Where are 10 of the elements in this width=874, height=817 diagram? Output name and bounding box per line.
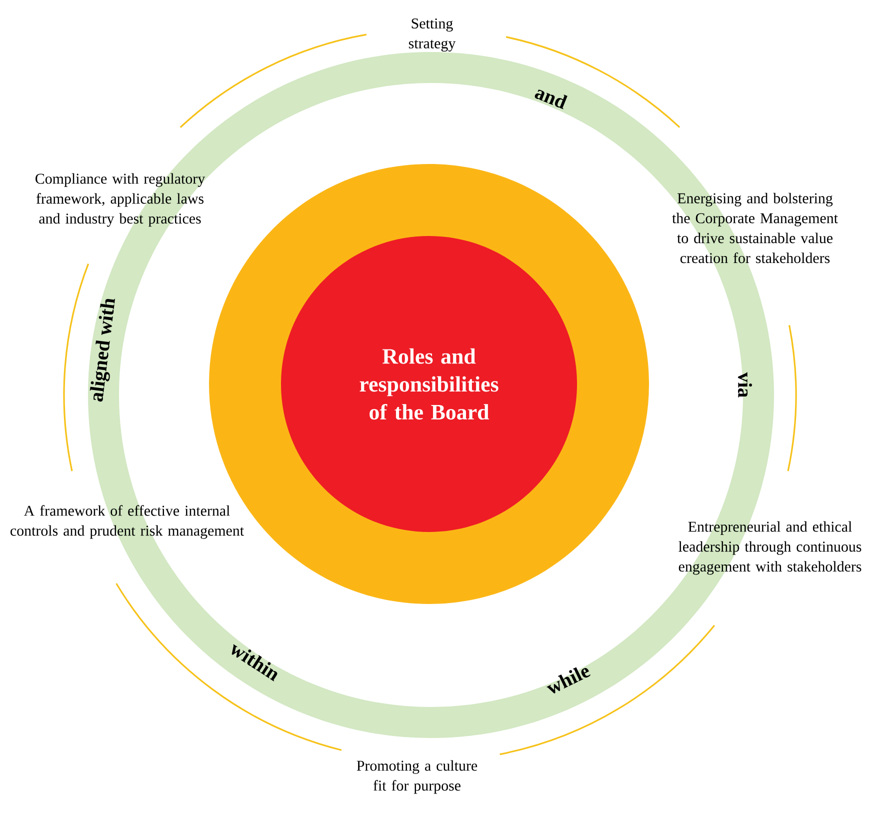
label-text: Entrepreneurial and ethical leadership through continuous engagement with stakeholders — [678, 521, 862, 575]
ring-word: while — [546, 667, 590, 694]
label-text: Setting strategy — [408, 18, 456, 52]
label-text: A framework of effective internal controls and prudent risk management — [10, 505, 244, 539]
label-text: Compliance with regulatory framework, applicable laws and industry best practices — [36, 173, 206, 227]
ring-word: aligned with — [90, 298, 116, 402]
ring-word: and — [534, 90, 568, 110]
label-text: Promoting a culture fit for purpose — [356, 760, 478, 794]
label-text: Energising and bolstering the Corporate Management to drive sustainable value creation for stakeholders — [672, 192, 838, 264]
ring-word: via — [738, 372, 752, 398]
